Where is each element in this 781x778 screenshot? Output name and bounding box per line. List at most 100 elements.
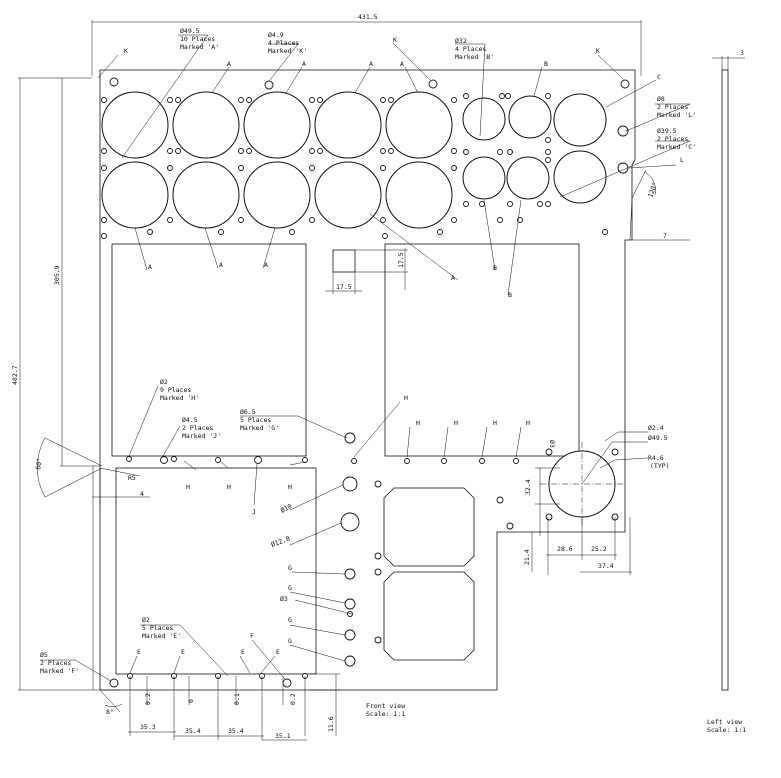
svg-text:10 Places: 10 Places — [180, 35, 215, 43]
holes-e — [127, 673, 308, 679]
hole-a — [172, 161, 240, 229]
octagon-cutout-upper — [383, 487, 475, 567]
hole-l — [617, 125, 629, 137]
callout-c: Ø39.5 2 Places Marked 'C' — [657, 127, 696, 151]
bot-35-4a-label: 35.4 — [185, 727, 201, 735]
callout-k: Ø4.9 4 Places Marked 'K' — [268, 31, 307, 55]
callout-phi49-5b: Ø49.5 — [648, 434, 668, 442]
svg-text:Ø32: Ø32 — [455, 37, 467, 45]
d-28-6-label: 28.6 — [557, 545, 573, 553]
hole-k — [264, 80, 274, 90]
svg-text:G: G — [288, 616, 292, 624]
svg-text:Ø5: Ø5 — [40, 651, 48, 659]
svg-text:K: K — [596, 47, 600, 55]
rect-cutout-right — [384, 243, 580, 457]
bot-35-3-label: 35.3 — [140, 723, 156, 731]
callout-phi3: Ø3 — [280, 595, 288, 603]
leader-lines — [40, 34, 691, 682]
hole-phi3 — [347, 611, 353, 617]
hole-j — [160, 456, 168, 464]
connector-dimensions — [531, 467, 632, 575]
svg-text:2 Places: 2 Places — [182, 424, 213, 432]
svg-text:A: A — [227, 60, 231, 68]
small-holes-grid — [101, 93, 608, 644]
svg-text:Marked 'H': Marked 'H' — [160, 394, 199, 402]
svg-text:A: A — [369, 60, 373, 68]
hole-l — [617, 162, 629, 174]
callout-phi2-4: Ø2.4 — [648, 424, 664, 432]
svg-text:A: A — [264, 261, 268, 269]
svg-text:G: G — [288, 564, 292, 572]
dim-7-label: 7 — [663, 232, 667, 240]
overall-width-dimension: 431.5 — [91, 13, 642, 76]
svg-text:Marked 'F': Marked 'F' — [40, 667, 79, 675]
svg-text:2 Places: 2 Places — [657, 135, 688, 143]
svg-text:G: G — [288, 637, 292, 645]
svg-text:G: G — [288, 584, 292, 592]
svg-text:B: B — [544, 60, 548, 68]
v-0-label: 0 — [187, 699, 195, 703]
upper-height-label: 305.9 — [53, 265, 61, 285]
hole-a — [243, 91, 311, 159]
hole-a — [172, 91, 240, 159]
hole-f — [109, 678, 119, 688]
hole-k — [620, 79, 630, 89]
holes-l — [617, 125, 629, 174]
hole-c — [553, 93, 607, 147]
svg-text:E: E — [276, 648, 280, 656]
svg-text:A: A — [302, 60, 306, 68]
callout-g: Ø6.5 5 Places Marked 'G' — [240, 408, 279, 432]
svg-text:Ø39.5: Ø39.5 — [657, 127, 677, 135]
angle-60-label: 60° — [34, 457, 44, 470]
d-37-4-label: 37.4 — [598, 562, 614, 570]
letter-markers: K K K A A A A B C L A A A A B B H H H H … — [124, 36, 684, 656]
callout-b: Ø32 4 Places Marked 'B' — [455, 37, 494, 61]
svg-text:Ø8: Ø8 — [657, 95, 665, 103]
square-width-label: 17.5 — [336, 283, 352, 291]
hole-a — [243, 161, 311, 229]
svg-text:H: H — [493, 419, 497, 427]
svg-text:K: K — [393, 36, 397, 44]
svg-text:2 Places: 2 Places — [657, 103, 688, 111]
callout-h: Ø2 9 Places Marked 'H' — [160, 378, 199, 402]
octagon-cutout-lower — [383, 571, 475, 661]
hole-k — [109, 77, 119, 87]
svg-text:A: A — [400, 60, 404, 68]
r5-label: R5 — [128, 474, 136, 482]
svg-text:F: F — [250, 632, 254, 640]
hole-a — [385, 91, 453, 159]
v-0-2b-label: 0.2 — [289, 693, 297, 705]
hole-k — [428, 79, 438, 89]
overall-width-label: 431.5 — [358, 13, 378, 21]
callout-phi12-8: Ø12.8 — [270, 535, 291, 549]
dim-4-label: 4 — [140, 490, 144, 498]
hole-a — [101, 91, 169, 159]
callout-e: Ø2 5 Places Marked 'E' — [142, 616, 181, 640]
angle-8-label: 8° — [106, 708, 114, 716]
callout-l: Ø8 2 Places Marked 'L' — [657, 95, 696, 119]
svg-text:Ø49.5: Ø49.5 — [180, 27, 200, 35]
bot-35-1-label: 35.1 — [275, 732, 291, 740]
svg-text:Ø2: Ø2 — [142, 616, 150, 624]
hole-f — [282, 678, 292, 688]
svg-text:H: H — [454, 419, 458, 427]
svg-text:Ø4.5: Ø4.5 — [182, 416, 198, 424]
d-21-4-label: 21.4 — [523, 549, 531, 565]
callout-typ: (TYP) — [650, 462, 670, 470]
v-0-2a-label: 0.2 — [144, 693, 152, 705]
hole-j — [254, 456, 262, 464]
svg-text:Marked 'J': Marked 'J' — [182, 432, 221, 440]
svg-text:C: C — [657, 73, 661, 81]
bottom-angle-feature — [99, 689, 123, 713]
svg-text:Marked 'C': Marked 'C' — [657, 143, 696, 151]
svg-text:4 Places: 4 Places — [268, 39, 299, 47]
svg-text:Marked 'G': Marked 'G' — [240, 424, 279, 432]
rect-cutout-left — [111, 243, 307, 457]
callout-phi10: Ø10 — [279, 502, 293, 515]
square-cutout — [332, 249, 356, 273]
svg-text:E: E — [137, 648, 141, 656]
hole-b — [462, 156, 506, 200]
front-view-scale: Scale: 1:1 — [366, 710, 405, 718]
hole-a — [101, 161, 169, 229]
